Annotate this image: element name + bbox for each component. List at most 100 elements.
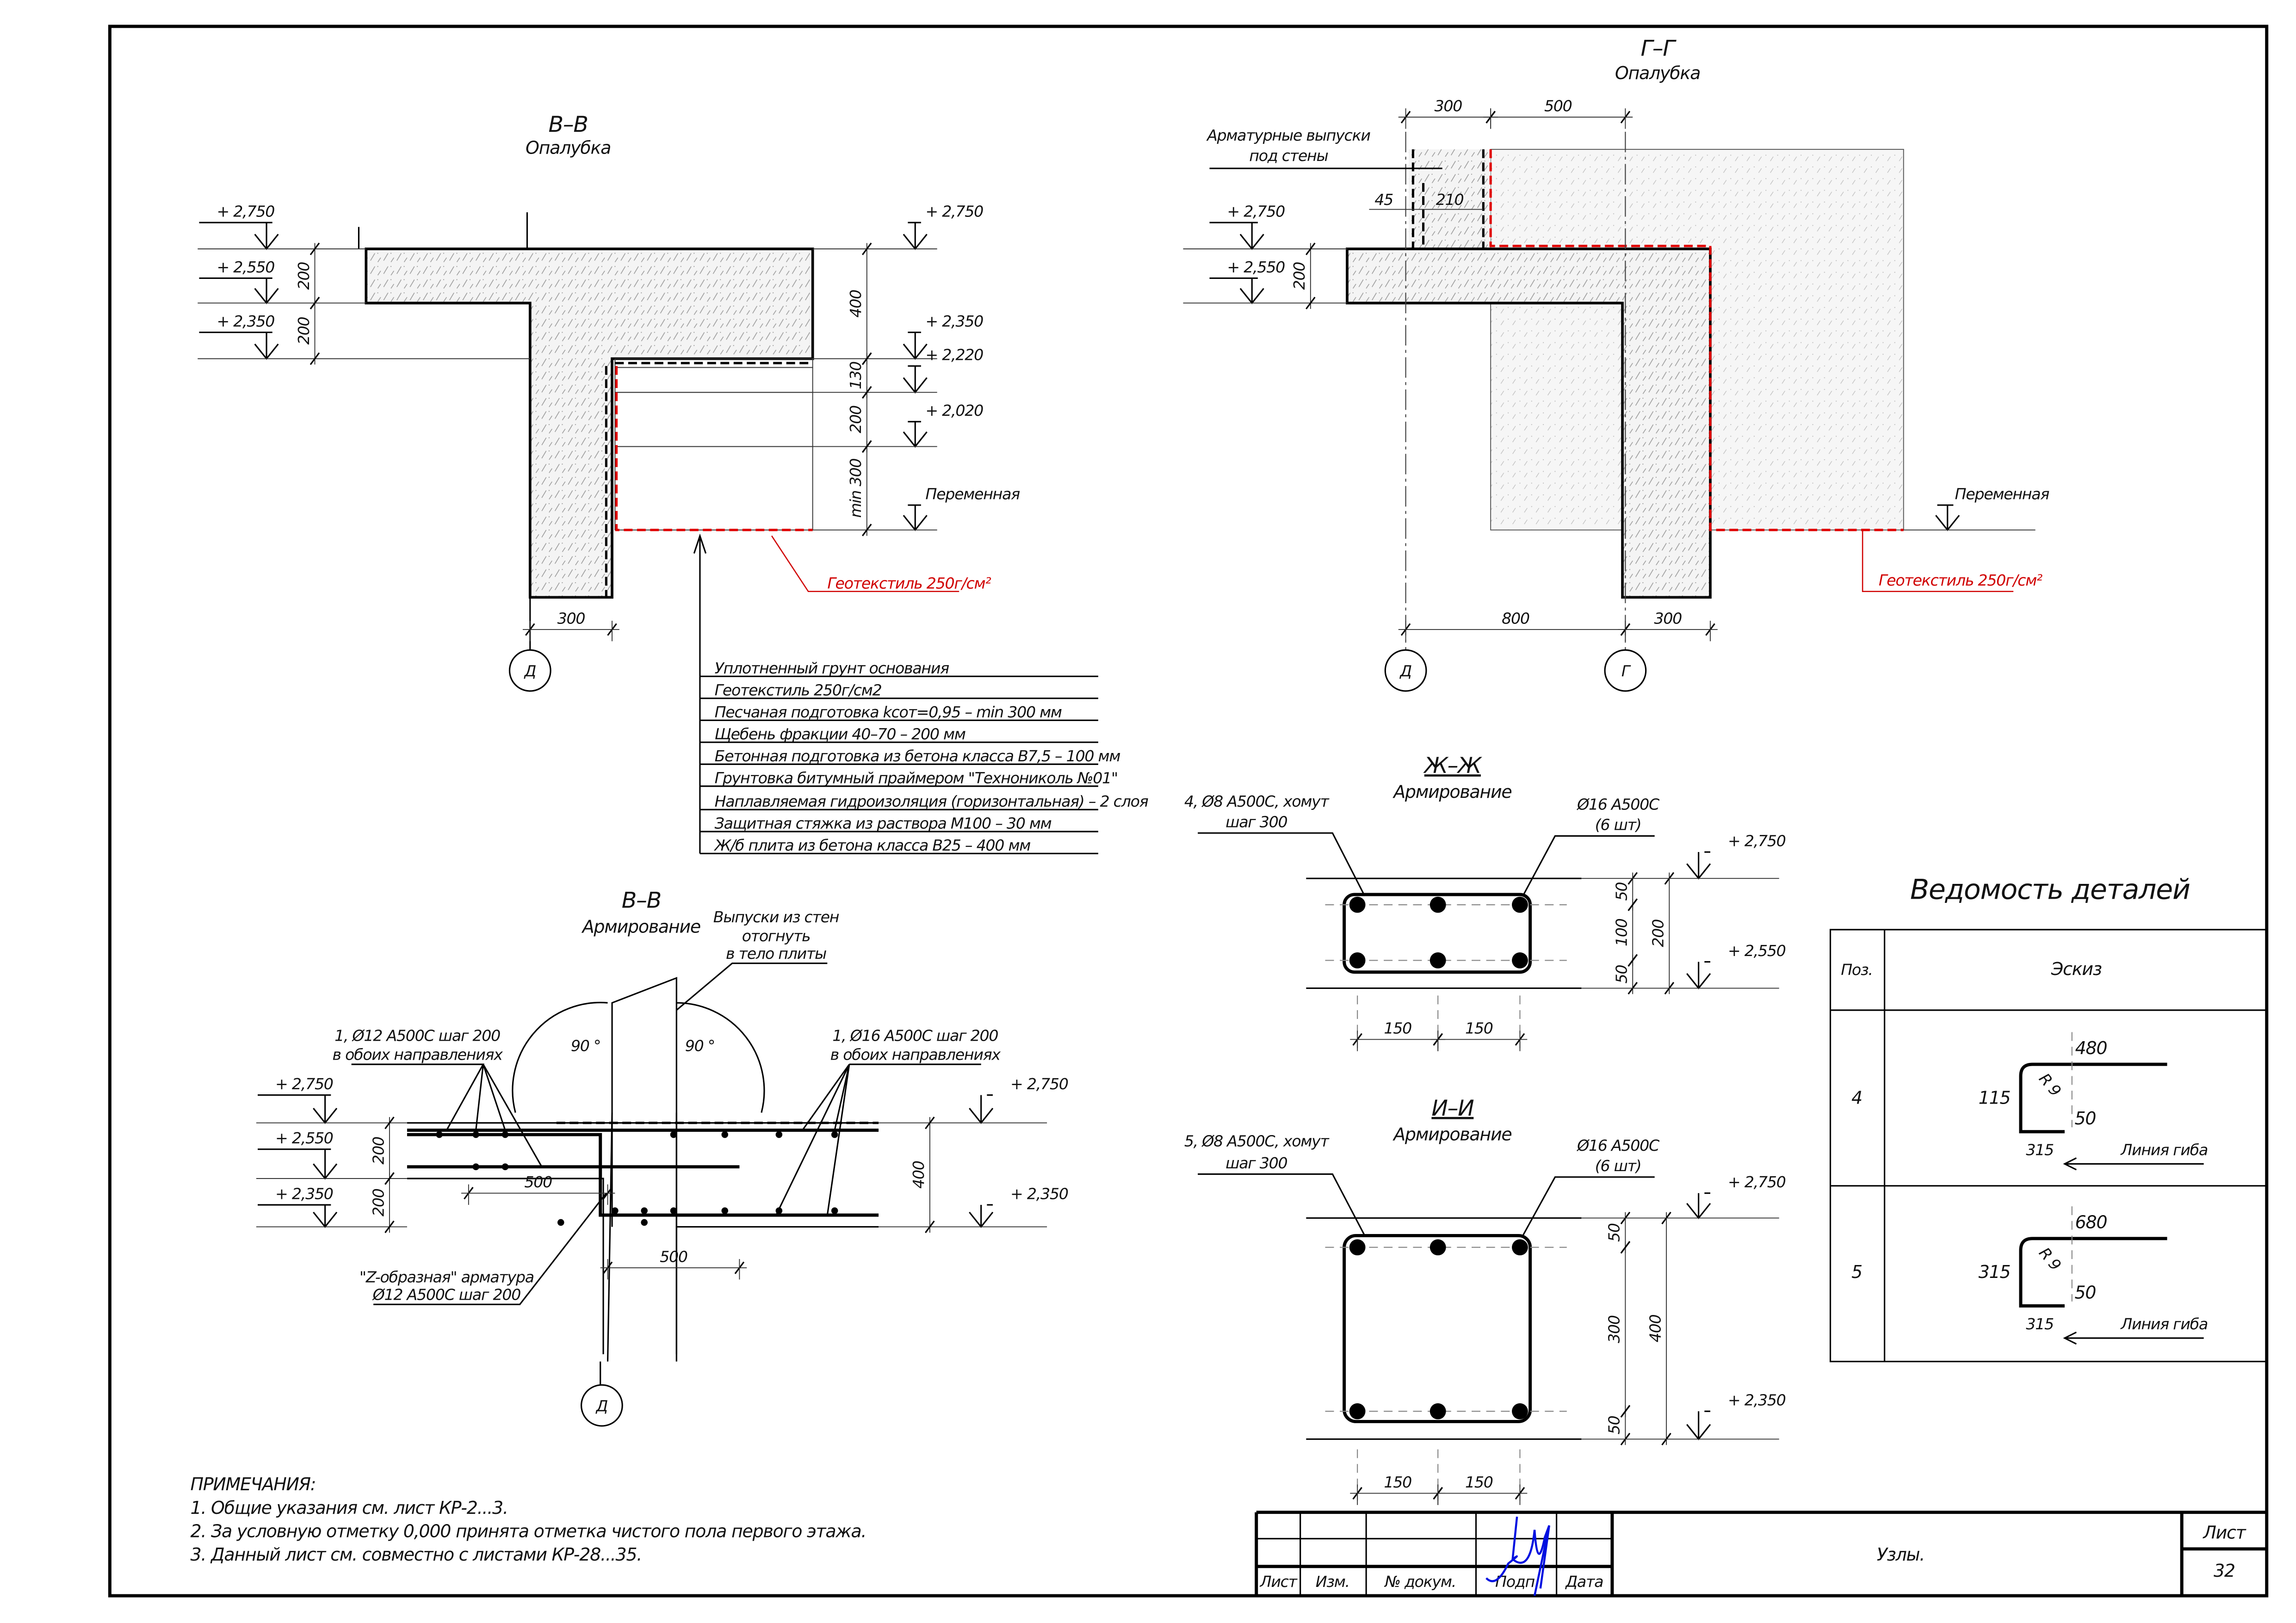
dimension-label: 150	[1465, 1019, 1493, 1037]
rebar-section	[472, 1131, 479, 1138]
dimension-label: 200	[847, 406, 865, 433]
rebar-section	[831, 1131, 838, 1138]
line	[1306, 242, 1316, 255]
axis-label: Д	[595, 1397, 608, 1415]
axis-label-d: Д	[1399, 662, 1411, 680]
rebar-bar	[1349, 896, 1366, 913]
rebar-bar	[1512, 1403, 1528, 1419]
signature	[1485, 1516, 1550, 1596]
arrow-icon	[2063, 1157, 2077, 1171]
section-title: И–И	[1431, 1096, 1474, 1121]
outlets-label: Выпуски из стен	[713, 908, 839, 926]
line	[1628, 898, 1638, 911]
schedule-frame	[1829, 929, 2268, 1363]
angle-label-right: 90 °	[685, 1037, 715, 1055]
rebar-section	[557, 1219, 564, 1226]
left-rebar-label: 1, Ø12 А500С шаг 200	[334, 1026, 500, 1044]
rebar-bar	[1512, 896, 1528, 913]
dimension-label: 150	[1384, 1019, 1411, 1037]
elevation-mark: Переменная	[925, 485, 1020, 503]
axis-label: Д	[523, 662, 536, 680]
col-doc-number: № докум.	[1384, 1573, 1456, 1591]
rebar-section	[436, 1131, 443, 1138]
line	[1306, 296, 1316, 309]
line	[384, 1172, 395, 1185]
dimension-label: 50	[2074, 1283, 2096, 1303]
label-leader	[1522, 835, 1655, 896]
rebar-bar	[1512, 1239, 1528, 1256]
elevation-mark: + 2,750	[1010, 1075, 1068, 1093]
layer-item: Защитная стяжка из раствора М100 – 30 мм	[715, 815, 1052, 833]
dimension-label: 200	[369, 1137, 387, 1165]
label-leader	[1522, 1176, 1655, 1236]
dimension-label: 680	[2075, 1212, 2107, 1233]
label-leader	[775, 1063, 981, 1216]
layer-item: Ж/б плита из бетона класса В25 – 400 мм	[714, 836, 1031, 854]
header-pos: Поз.	[1841, 961, 1872, 979]
header-sketch: Эскиз	[2051, 959, 2102, 979]
radius-label: R 9	[2036, 1070, 2065, 1099]
label-leader	[1198, 1173, 1366, 1236]
geotextile-leader	[1862, 530, 2014, 592]
rebar-section	[721, 1131, 729, 1138]
stirrup-label: 4, Ø8 А500С, хомут	[1184, 792, 1330, 810]
arrow-icon	[2063, 1331, 2077, 1345]
stirrup	[1343, 893, 1532, 974]
rebar-bar	[1430, 1403, 1446, 1419]
position-number: 4	[1851, 1088, 1862, 1108]
rebar-sections	[436, 1131, 838, 1226]
axis-marker-d	[1384, 649, 1427, 692]
section-ii-reinforcement: И–И Армирование 5, Ø8 А500С, хомут шаг 3…	[1184, 1096, 1660, 1440]
section-vv-formwork: В–В Опалубка Геотекстиль 250г/см² Уплотн…	[358, 112, 1149, 854]
sheet-frame	[108, 25, 2269, 1598]
line	[384, 1220, 395, 1234]
rebar-outlet-label-2: под стены	[1249, 147, 1328, 165]
dimension-label: 400	[910, 1161, 928, 1189]
bars-label-2: (6 шт)	[1595, 816, 1641, 834]
notes-heading: ПРИМЕЧАНИЯ:	[190, 1474, 316, 1494]
rebar-section	[641, 1219, 648, 1226]
layers-leader	[693, 533, 707, 854]
dimension-label: 150	[1384, 1473, 1411, 1491]
elevation-mark: Переменная	[1955, 485, 2049, 503]
rebar-bar	[1349, 1239, 1366, 1256]
line	[862, 352, 872, 365]
outlets-label-2: отогнуть	[742, 927, 811, 945]
sheet-number: 32	[2214, 1561, 2235, 1581]
wall-lines	[606, 1112, 677, 1362]
label-leader	[373, 1192, 607, 1305]
elevation-mark: + 2,350	[925, 312, 983, 330]
schedule-title: Ведомость деталей	[1910, 873, 2190, 906]
section-subtitle: Армирование	[1392, 782, 1511, 802]
line	[1628, 954, 1638, 967]
line	[309, 296, 320, 309]
elevation-mark: + 2,350	[1010, 1185, 1068, 1203]
right-rebar-label: 1, Ø16 А500С шаг 200	[832, 1026, 998, 1044]
geotextile-label: Геотекстиль 250г/см²	[1879, 571, 2042, 589]
layer-item: Наплавляемая гидроизоляция (горизонтальн…	[715, 792, 1148, 810]
dimension-label: 100	[1613, 919, 1631, 946]
dimension-label: min 300	[847, 459, 865, 518]
section-subtitle: Опалубка	[526, 137, 611, 158]
line	[925, 1220, 935, 1234]
rebar-bar	[1430, 1239, 1446, 1256]
note-item: 1. Общие указания см. лист КР-2...3.	[190, 1498, 507, 1518]
elevation-mark: + 2,750	[275, 1075, 333, 1093]
dimension-label: 300	[557, 609, 585, 627]
section-subtitle: Армирование	[581, 916, 700, 937]
elevation-mark: + 2,350	[1728, 1391, 1786, 1409]
z-rebar-label: "Z-образная" арматура	[359, 1268, 534, 1286]
note-item: 3. Данный лист см. совместно с листами К…	[190, 1544, 642, 1565]
dimension-label: 150	[1465, 1473, 1493, 1491]
dimension-label: 400	[847, 290, 865, 318]
bent-bar-sketch	[2019, 1062, 2167, 1134]
stirrup-label: 5, Ø8 А500С, хомут	[1184, 1132, 1330, 1150]
label-leader	[676, 963, 828, 1011]
elevation-mark: + 2,750	[1227, 202, 1285, 220]
bend-line-label: Линия гиба	[2120, 1315, 2208, 1333]
rebar-section	[721, 1207, 729, 1214]
label-leader	[1198, 832, 1366, 896]
